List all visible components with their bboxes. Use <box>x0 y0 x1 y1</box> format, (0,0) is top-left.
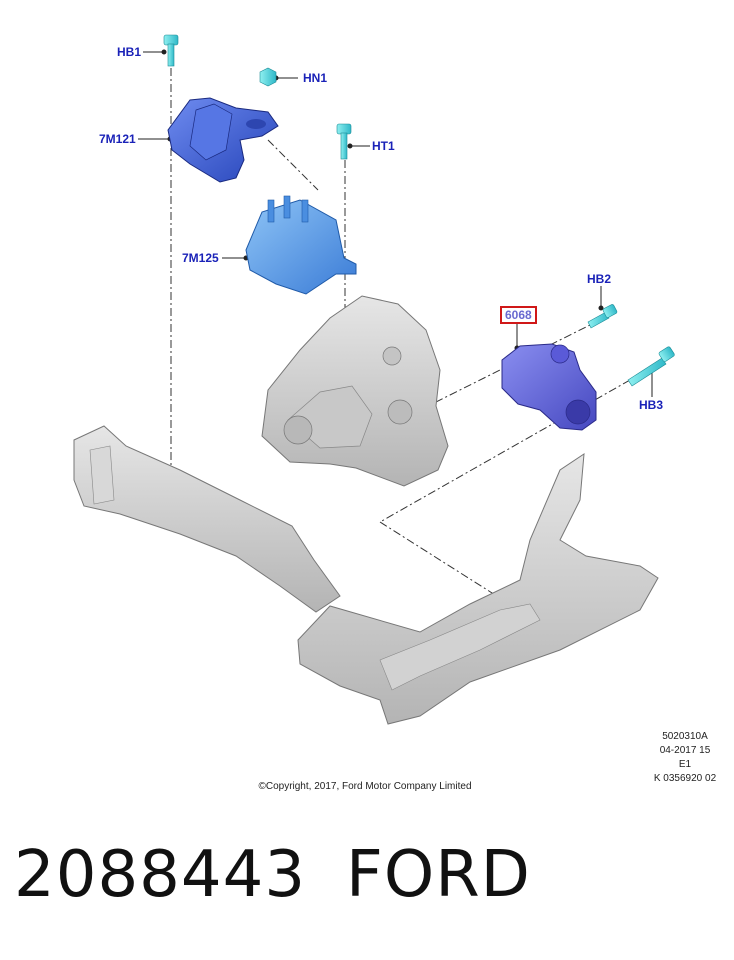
engine-mount-7m121 <box>167 97 279 183</box>
callout-ht1[interactable]: HT1 <box>372 139 395 153</box>
reference-code: 5020310A <box>662 731 708 742</box>
bolt-ht1 <box>336 123 352 160</box>
copyright-notice: ©Copyright, 2017, Ford Motor Company Lim… <box>258 781 472 792</box>
reference-id: K 0356920 02 <box>653 773 717 784</box>
bolt-hb3 <box>627 346 675 387</box>
callout-7m125[interactable]: 7M125 <box>182 251 219 265</box>
mount-bracket-7m125 <box>245 195 357 295</box>
reference-date: 04-2017 15 <box>659 745 711 756</box>
nut-hn1 <box>259 67 277 87</box>
side-member-rail <box>73 425 341 613</box>
transmission-housing <box>261 295 449 487</box>
rear-mount-6068 <box>501 343 597 431</box>
callout-hn1[interactable]: HN1 <box>303 71 328 85</box>
exploded-parts-diagram <box>73 34 675 725</box>
callout-6068-highlighted[interactable]: 6068 <box>500 306 537 324</box>
callout-7m121[interactable]: 7M121 <box>99 132 136 146</box>
callout-hb3[interactable]: HB3 <box>639 398 664 412</box>
callout-hb1[interactable]: HB1 <box>117 45 142 59</box>
front-subframe <box>297 453 659 725</box>
brand-name: FORD <box>346 838 531 912</box>
part-number: 2088443 <box>14 838 307 912</box>
reference-edition: E1 <box>678 759 692 770</box>
callout-hb2[interactable]: HB2 <box>587 272 612 286</box>
reference-block: 5020310A 04-2017 15 E1 K 0356920 02 <box>640 730 730 786</box>
bolt-hb2 <box>587 304 618 329</box>
bolt-hb1 <box>163 34 179 67</box>
